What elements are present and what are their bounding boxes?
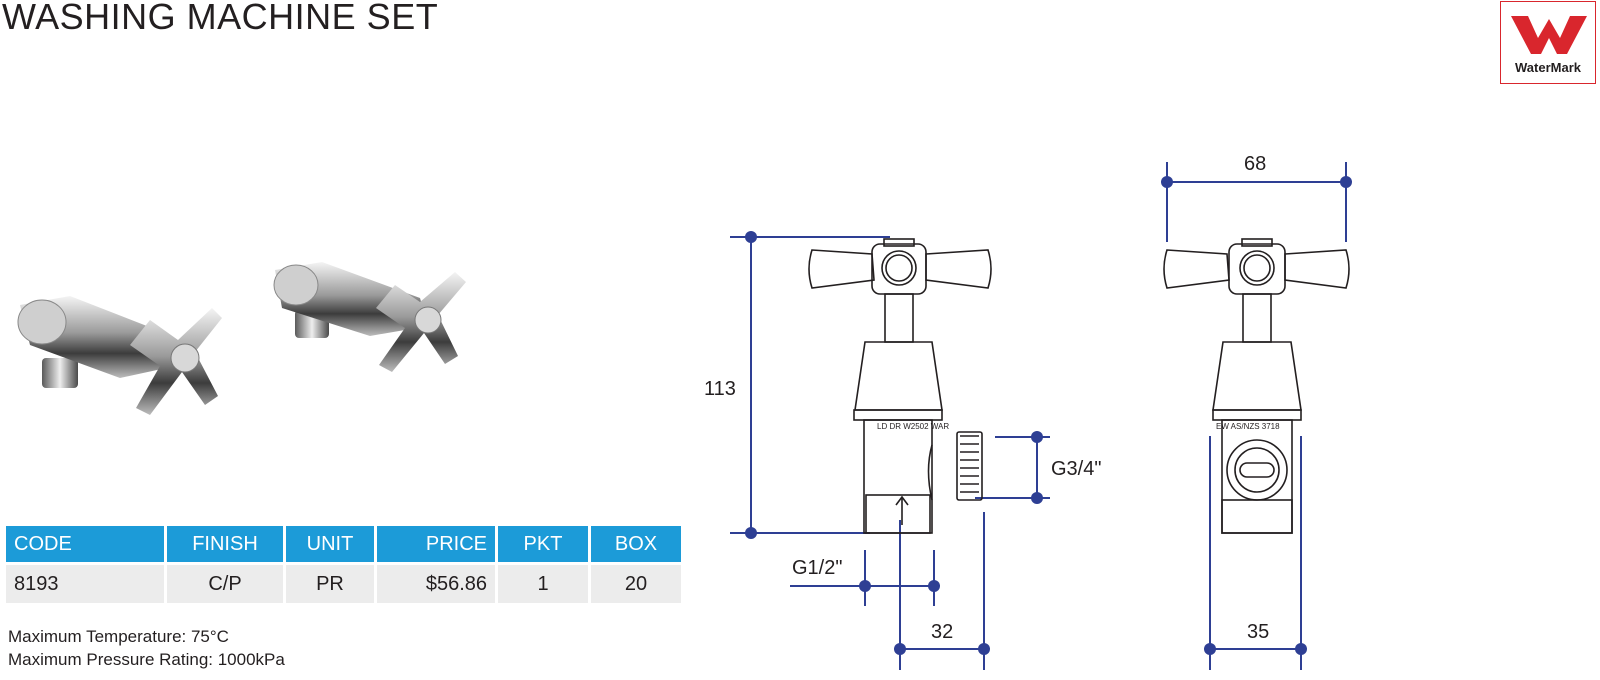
dimension-dots (745, 176, 1352, 655)
watermark-logo: WaterMark (1500, 1, 1596, 84)
cell-pkt: 1 (498, 562, 588, 603)
side-marking: LD DR W2502 WAR (877, 422, 949, 431)
front-marking: EW AS/NZS 3718 (1216, 422, 1280, 431)
product-spec-table: CODE FINISH UNIT PRICE PKT BOX 8193 C/P … (3, 526, 684, 603)
max-pressure-note: Maximum Pressure Rating: 1000kPa (8, 650, 285, 669)
tap-left (17, 296, 222, 415)
table-header-row: CODE FINISH UNIT PRICE PKT BOX (6, 526, 681, 562)
width-dimension-label: 68 (1244, 153, 1266, 175)
header-finish: FINISH (167, 526, 283, 562)
height-dimension-label: 113 (704, 378, 736, 400)
inlet-dimension-label: G1/2" (792, 557, 842, 579)
page-title: WASHING MACHINE SET (2, 0, 439, 37)
max-temperature-note: Maximum Temperature: 75°C (8, 627, 229, 646)
depth-dimension-label: 32 (931, 621, 953, 643)
cell-unit: PR (286, 562, 374, 603)
dimension-lines (730, 162, 1347, 670)
tap-right (273, 262, 466, 372)
header-unit: UNIT (286, 526, 374, 562)
outlet-dimension-label: G3/4" (1051, 458, 1101, 480)
header-pkt: PKT (498, 526, 588, 562)
header-code: CODE (6, 526, 164, 562)
specifications-notes: Maximum Temperature: 75°C Maximum Pressu… (8, 625, 285, 671)
cell-finish: C/P (167, 562, 283, 603)
cell-price: $56.86 (377, 562, 495, 603)
cell-box: 20 (591, 562, 681, 603)
cell-code: 8193 (6, 562, 164, 603)
side-view-drawing (808, 238, 992, 534)
watermark-w-icon (1511, 16, 1587, 54)
front-view-drawing (1163, 238, 1350, 534)
watermark-logo-text: WaterMark (1515, 60, 1581, 75)
body-width-dimension-label: 35 (1247, 621, 1269, 643)
header-price: PRICE (377, 526, 495, 562)
table-row: 8193 C/P PR $56.86 1 20 (6, 562, 681, 603)
header-box: BOX (591, 526, 681, 562)
product-photo (17, 262, 466, 415)
